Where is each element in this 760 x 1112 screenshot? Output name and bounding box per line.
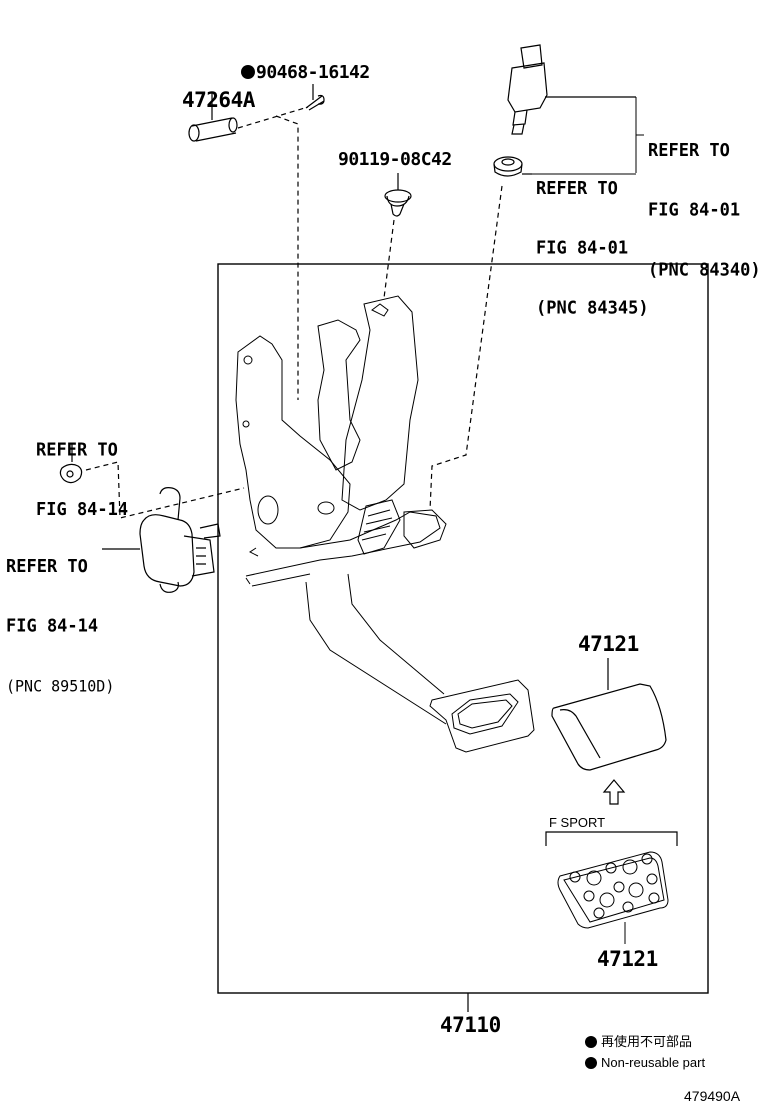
ref-line3: (PNC 84345): [536, 297, 649, 319]
ref-line2: FIG 84-14: [36, 499, 129, 521]
fsport-bracket: [545, 831, 678, 846]
sensor-drawing: [102, 487, 221, 593]
illustration-number: 479490A: [684, 1088, 741, 1104]
reference-stop-lamp-switch[interactable]: REFER TO FIG 84-01 (PNC 84340): [648, 101, 760, 301]
part-number-47121-fsport[interactable]: 47121: [597, 947, 658, 971]
nut-drawing: [59, 443, 83, 484]
install-arrow-icon: [602, 779, 626, 805]
stop-lamp-switch-drawing: [507, 44, 644, 173]
part-number-90468-16142-text: 90468-16142: [256, 62, 370, 83]
pedal-arm-drawing: [305, 573, 535, 753]
reference-nut[interactable]: REFER TO FIG 84-14: [36, 401, 128, 541]
switch-cushion-drawing: [493, 156, 636, 177]
ref-line3: (PNC 84340): [648, 259, 760, 281]
assembly-box: [217, 263, 709, 994]
pedal-bracket-drawing: [235, 295, 447, 587]
ref-line2: FIG 84-01: [536, 237, 629, 259]
part-number-47264A[interactable]: 47264A: [182, 88, 255, 112]
legend-japanese-text: 再使用不可部品: [601, 1034, 693, 1049]
pedal-pad-drawing: [551, 658, 667, 771]
fsport-pedal-pad-drawing: [557, 851, 669, 944]
part-number-47121[interactable]: 47121: [578, 632, 639, 656]
ref-line1: REFER TO: [6, 556, 88, 578]
legend-japanese: 再使用不可部品: [585, 1035, 692, 1048]
ref-line2: FIG 84-14: [6, 615, 99, 637]
reference-switch-cushion[interactable]: REFER TO FIG 84-01 (PNC 84345): [536, 139, 649, 339]
non-reusable-dot-icon: [585, 1035, 597, 1048]
legend-english-text: Non-reusable part: [601, 1055, 706, 1070]
non-reusable-dot-icon: [241, 65, 255, 79]
ref-line1: REFER TO: [36, 439, 118, 461]
ref-line1: REFER TO: [648, 140, 730, 162]
non-reusable-dot-icon: [585, 1056, 597, 1069]
reference-sensor[interactable]: REFER TO FIG 84-14 (PNC 89510D): [6, 517, 114, 717]
ref-line1: REFER TO: [536, 178, 618, 200]
pin-dashed-leader: [237, 106, 309, 400]
variant-label-fsport: F SPORT: [549, 815, 606, 830]
part-number-90468-16142[interactable]: 90468-16142: [241, 64, 370, 82]
part-number-90119-08C42[interactable]: 90119-08C42: [338, 149, 452, 170]
bolt-dashed-leader: [383, 219, 395, 299]
legend-english: Non-reusable part: [585, 1056, 705, 1069]
clamp-bolt-drawing: [384, 173, 412, 217]
clip-90468-16142-drawing: [305, 84, 325, 111]
pin-47264A-drawing: [188, 93, 238, 142]
ref-line3: (PNC 89510D): [6, 676, 115, 696]
assembly-part-number-47110[interactable]: 47110: [440, 1013, 501, 1037]
ref-line2: FIG 84-01: [648, 199, 741, 221]
cushion-dashed-leader: [429, 185, 503, 511]
